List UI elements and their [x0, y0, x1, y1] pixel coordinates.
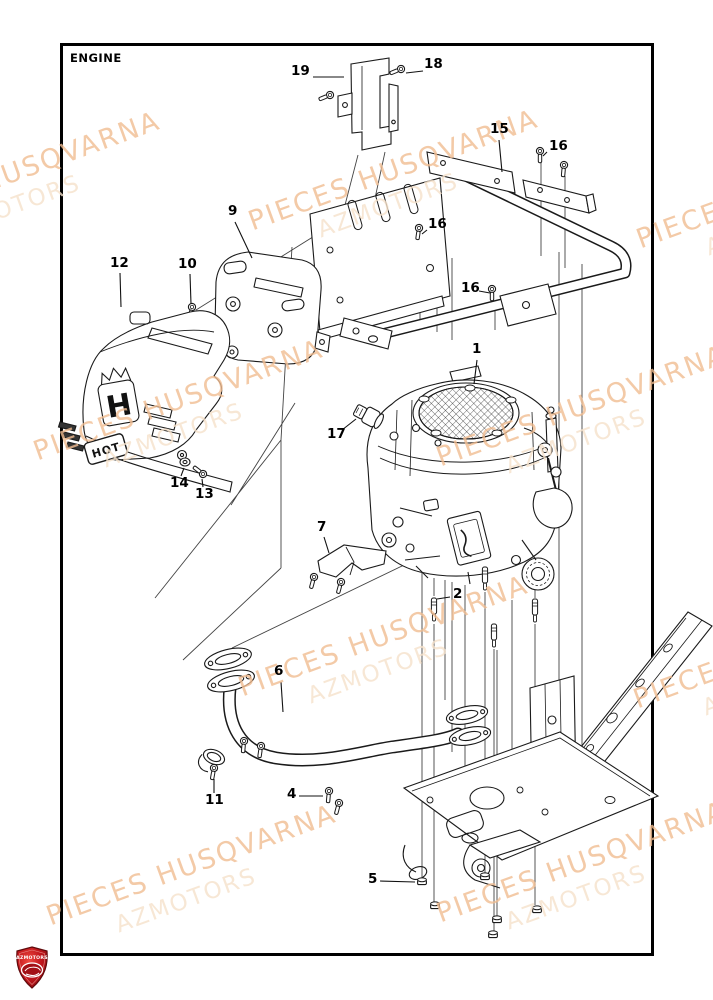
- washer-14: [179, 457, 191, 467]
- leader-line-16: [542, 151, 548, 157]
- leader-line-13: [201, 478, 204, 488]
- leader-line-6: [280, 681, 284, 713]
- frame-15: [339, 151, 632, 350]
- chassis: [402, 611, 713, 889]
- screw-19: [317, 89, 336, 104]
- leader-line-18: [405, 70, 424, 74]
- logo-text: AZMOTORS: [16, 955, 48, 961]
- engine-1: [366, 365, 573, 591]
- leader-lines: [119, 70, 548, 883]
- leader-line-2: [436, 596, 451, 600]
- leader-line-17: [341, 418, 357, 431]
- leader-line-9: [234, 221, 253, 259]
- screw-18: [388, 63, 407, 78]
- page-border: [60, 43, 654, 956]
- mount-plate: [309, 177, 451, 341]
- engine-cover-12: H HOT: [57, 310, 233, 493]
- leader-line-14: [180, 467, 185, 477]
- screw-7b: [333, 577, 346, 595]
- fitting-17: [352, 404, 384, 429]
- heat-shield-7: [317, 544, 387, 578]
- clamp-11: [198, 748, 226, 773]
- leader-line-10: [189, 273, 192, 305]
- studs-2: [430, 566, 539, 648]
- page-title: ENGINE: [70, 51, 122, 65]
- leader-line-12: [119, 272, 122, 308]
- leader-line-7: [323, 536, 330, 554]
- nuts-5: [417, 872, 542, 939]
- bolt-4a: [323, 786, 334, 804]
- leader-line-16: [478, 290, 491, 294]
- screw-16a: [535, 146, 545, 164]
- screw-7a: [306, 572, 319, 590]
- louvers: [57, 403, 181, 452]
- azmotors-logo: AZMOTORS: [16, 946, 48, 989]
- husqvarna-crown-logo: H: [97, 366, 140, 427]
- bolt-4b: [331, 798, 344, 816]
- exhaust-pipe-6: [204, 647, 492, 767]
- leader-line-1: [473, 359, 478, 385]
- screw-16b: [558, 160, 569, 178]
- leader-line-16: [421, 229, 428, 235]
- hot-plate: HOT: [83, 433, 128, 465]
- air-filter-cover-9: [214, 251, 331, 365]
- leader-line-5: [379, 880, 416, 883]
- bracket-19: [337, 57, 399, 151]
- leader-line-15: [498, 139, 503, 173]
- bolt-11: [207, 763, 219, 781]
- cover-logo-letter: H: [104, 387, 135, 426]
